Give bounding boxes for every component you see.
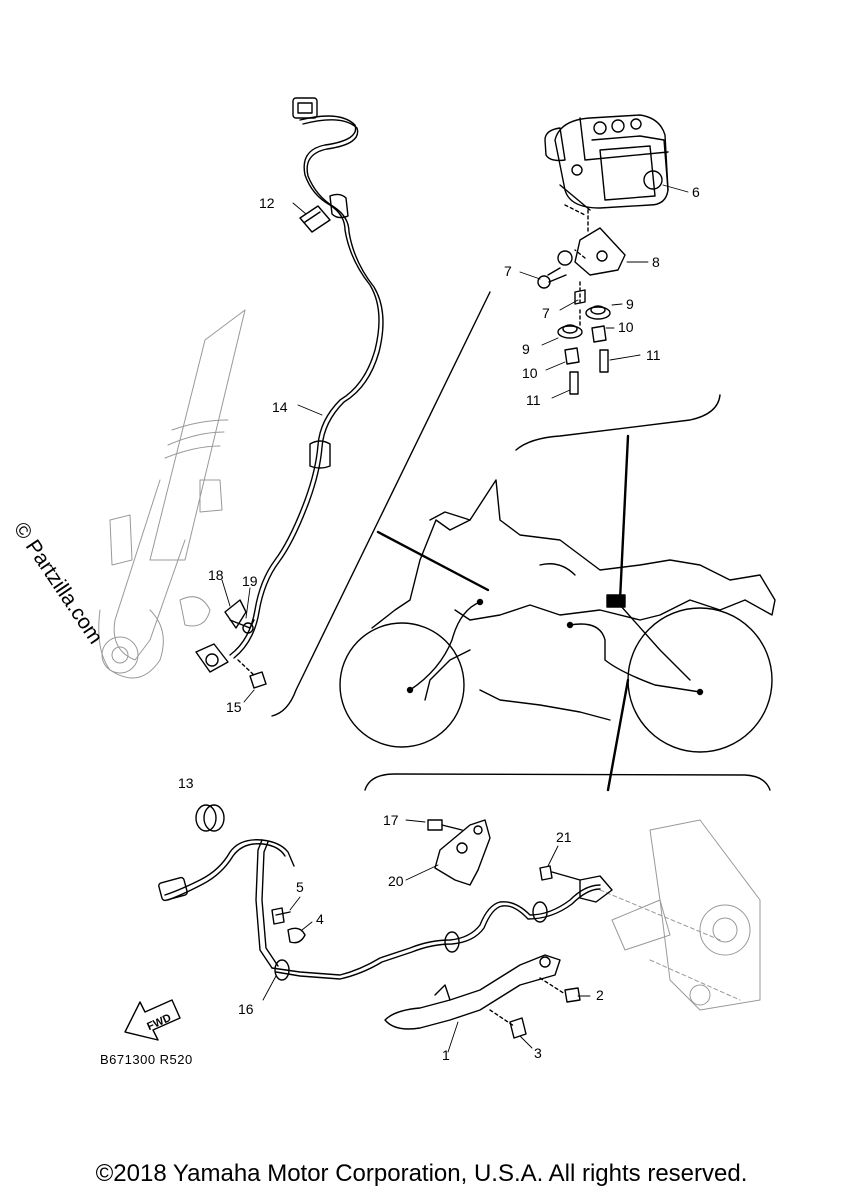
front-fork-outline xyxy=(98,309,246,679)
section-divider-top-right xyxy=(515,394,721,451)
rear-swingarm-outline xyxy=(599,819,761,1011)
part-20-bracket xyxy=(427,819,491,886)
part-1-brake-pedal xyxy=(384,954,561,1030)
motorcycle-silhouette xyxy=(339,479,776,753)
callout-6: 6 xyxy=(692,184,700,200)
abs-bracket xyxy=(547,227,626,276)
reference-code: B671300 R520 xyxy=(100,1052,193,1067)
callout-7a: 7 xyxy=(504,263,512,279)
callout-4: 4 xyxy=(316,911,324,927)
rear-wheel-sensor-harness xyxy=(158,839,613,981)
callout-2: 2 xyxy=(596,987,604,1003)
parts-4-5-clamp xyxy=(271,907,306,944)
part-12-clip xyxy=(299,205,331,233)
callout-18: 18 xyxy=(208,567,224,583)
front-wheel-sensor-harness xyxy=(229,97,384,659)
leader-to-rear xyxy=(606,678,630,792)
callout-7b: 7 xyxy=(542,305,550,321)
callout-leaders xyxy=(221,184,689,1053)
callout-13: 13 xyxy=(178,775,194,791)
callout-16: 16 xyxy=(238,1001,254,1017)
fwd-label: FWD xyxy=(145,1012,173,1033)
callout-9b: 9 xyxy=(522,341,530,357)
leader-to-abs xyxy=(618,434,630,602)
fwd-arrow xyxy=(124,999,181,1041)
leader-to-front xyxy=(376,530,490,592)
callout-9a: 9 xyxy=(626,296,634,312)
parts-2-3-bolts xyxy=(489,977,581,1039)
callout-3: 3 xyxy=(534,1045,542,1061)
callout-5: 5 xyxy=(296,879,304,895)
callout-10a: 10 xyxy=(618,319,634,335)
abs-mount-hardware xyxy=(537,274,611,395)
copyright-notice: ©2018 Yamaha Motor Corporation, U.S.A. A… xyxy=(95,1160,748,1187)
callout-11a: 11 xyxy=(646,347,661,363)
callout-21: 21 xyxy=(556,829,572,845)
callout-1: 1 xyxy=(442,1047,450,1063)
section-divider-bottom xyxy=(364,773,771,791)
part-21-bolt xyxy=(539,865,581,881)
callout-14: 14 xyxy=(272,399,288,415)
section-divider-top xyxy=(271,291,491,717)
callout-17: 17 xyxy=(383,812,399,828)
part-13-grommet xyxy=(195,804,225,832)
callout-20: 20 xyxy=(388,873,404,889)
callout-10b: 10 xyxy=(522,365,538,381)
callout-12: 12 xyxy=(259,195,275,211)
abs-hydraulic-unit xyxy=(544,114,669,233)
callout-19: 19 xyxy=(242,573,258,589)
front-sensor-parts xyxy=(195,599,267,689)
callout-8: 8 xyxy=(652,254,660,270)
callout-11b: 11 xyxy=(526,392,541,408)
callout-15: 15 xyxy=(226,699,242,715)
